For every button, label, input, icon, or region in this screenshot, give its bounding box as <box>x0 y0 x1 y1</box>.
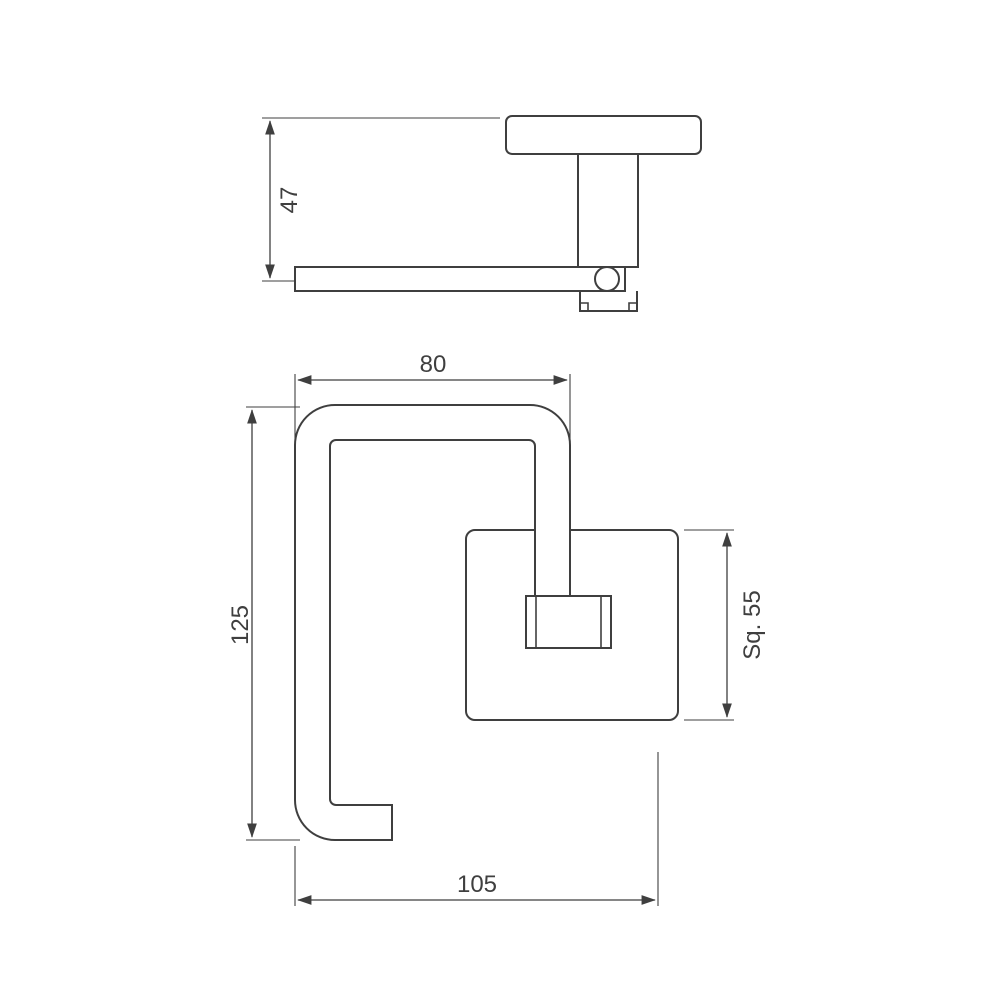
front-view: 80 125 105 Sq. 55 <box>227 351 766 906</box>
dimension-sq55: Sq. 55 <box>684 529 766 721</box>
side-mounting-post <box>577 153 639 268</box>
side-wall-plate <box>505 115 702 155</box>
side-pivot-circle <box>594 266 620 292</box>
dim125-label: 125 <box>227 605 254 645</box>
side-view: 47 <box>262 115 702 312</box>
dim105-label: 105 <box>457 871 497 898</box>
front-collar <box>525 595 612 649</box>
front-holder-tube <box>294 404 571 841</box>
side-bracket <box>579 291 638 312</box>
side-roll-bar <box>294 266 626 292</box>
dimsq55-label: Sq. 55 <box>739 590 766 659</box>
side-bracket-steps <box>580 302 637 311</box>
dimension-125: 125 <box>227 406 300 841</box>
dim47-label: 47 <box>276 187 303 214</box>
dimension-105: 105 <box>294 752 659 906</box>
dimension-47: 47 <box>262 117 500 282</box>
dim80-label: 80 <box>420 351 447 378</box>
